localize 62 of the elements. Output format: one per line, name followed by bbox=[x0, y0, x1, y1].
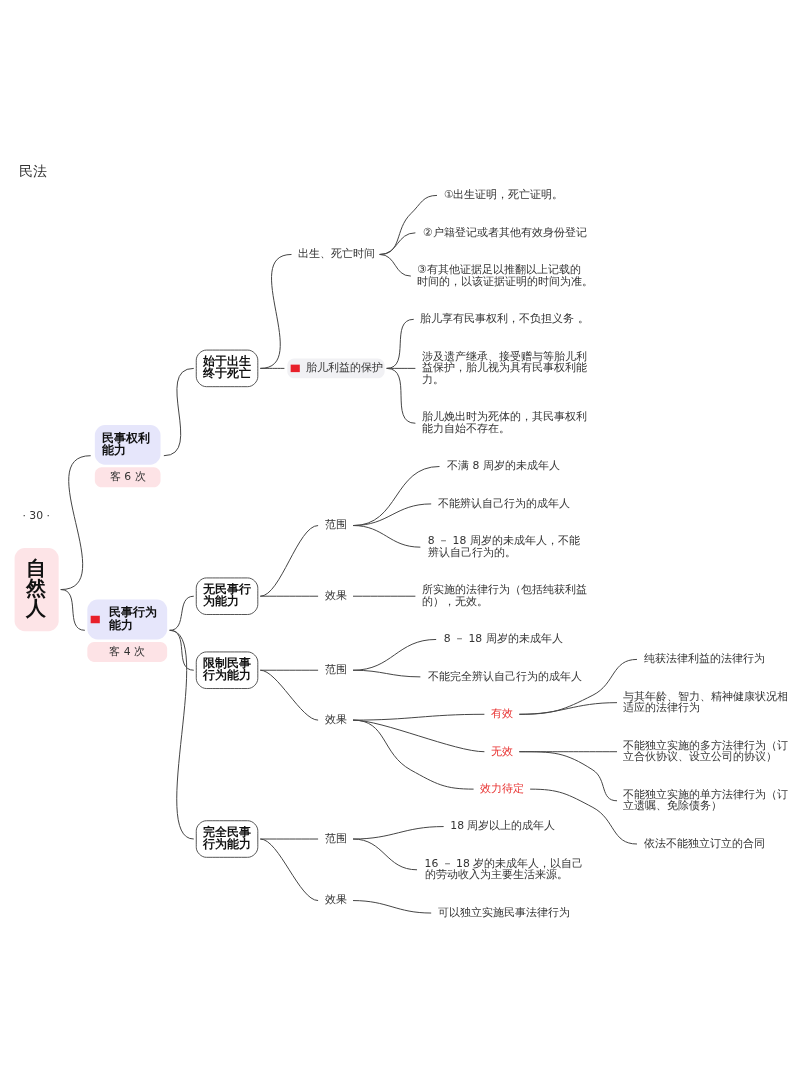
node-text: 效果 bbox=[324, 893, 347, 907]
node-text: 无效 bbox=[491, 744, 514, 758]
connector bbox=[352, 713, 485, 721]
connector bbox=[259, 367, 285, 369]
connector bbox=[386, 318, 415, 369]
connector bbox=[352, 826, 445, 840]
node-text: 不能独立实施的多方法律行为（订立合伙协议、设立公司的协议） bbox=[622, 738, 788, 764]
node-text: 不能独立实施的单方法律行为（订立遗嘱、免除债务） bbox=[622, 787, 788, 813]
node-text: 有效 bbox=[491, 707, 514, 721]
diagram-title: 民法 bbox=[18, 162, 47, 179]
node-text: 范围 bbox=[324, 663, 347, 677]
connector bbox=[259, 838, 319, 902]
label: · 30 · bbox=[22, 509, 50, 523]
node-text: 胎儿享有民事权利，不负担义务 。 bbox=[420, 312, 589, 326]
node-text: 8 － 18 周岁的未成年人 bbox=[443, 632, 563, 646]
node-text: 不能辨认自己行为的成年人 bbox=[437, 496, 570, 510]
node-text: 纯获法律利益的法律行为 bbox=[644, 652, 766, 666]
node-text: 所实施的法律行为（包括纯获利益的），无效。 bbox=[422, 583, 588, 608]
connector bbox=[518, 702, 618, 715]
connector bbox=[518, 658, 638, 715]
node-text: 8 － 18 周岁的未成年人，不能辨认自己行为的。 bbox=[427, 534, 580, 559]
connector bbox=[352, 595, 416, 597]
node-text: 16 － 18 岁的未成年人，以自己的劳动收入为主要生活来源。 bbox=[424, 856, 584, 882]
connector bbox=[259, 669, 319, 721]
connector bbox=[169, 629, 195, 840]
connector bbox=[163, 367, 195, 457]
connector bbox=[352, 638, 437, 671]
connector bbox=[386, 367, 416, 424]
connector bbox=[259, 253, 292, 369]
connector bbox=[352, 669, 421, 678]
node-text: ②户籍登记或者其他有效身份登记 bbox=[422, 225, 587, 239]
node-text: 效力待定 bbox=[480, 781, 525, 795]
connector bbox=[518, 751, 618, 802]
node-text: 不能完全辨认自己行为的成年人 bbox=[427, 669, 582, 683]
node-text: ③有其他证据足以推翻以上记载的时间的，以该证据证明的时间为准。 bbox=[417, 263, 594, 288]
node-label: 客 6 次 bbox=[109, 470, 146, 484]
connector bbox=[529, 788, 638, 845]
node-text: 范围 bbox=[324, 831, 347, 845]
node-text: 效果 bbox=[324, 712, 347, 726]
node-text: 依法不能独立订立的合同 bbox=[644, 836, 766, 850]
node-box: 自然人 bbox=[14, 548, 59, 632]
node-label: 客 4 次 bbox=[109, 644, 146, 658]
node-text: 可以独立实施民事法律行为 bbox=[437, 905, 570, 919]
node-text: 与其年龄、智力、精神健康状况相适应的法律行为 bbox=[622, 689, 788, 715]
connector bbox=[259, 595, 319, 597]
connector bbox=[352, 900, 432, 914]
connector bbox=[352, 525, 421, 548]
node-text: 胎儿娩出时为死体的，其民事权利能力自始不存在。 bbox=[422, 410, 588, 435]
node-text: 范围 bbox=[324, 518, 347, 532]
connector bbox=[169, 595, 195, 631]
connector bbox=[379, 253, 412, 277]
node-text: 出生、死亡时间 bbox=[298, 247, 376, 261]
node-text: 18 周岁以上的成年人 bbox=[450, 819, 556, 833]
connector bbox=[352, 719, 475, 790]
connector bbox=[352, 838, 418, 871]
node-text: 效果 bbox=[324, 589, 347, 603]
connector bbox=[259, 838, 319, 840]
connector bbox=[259, 525, 319, 597]
connector bbox=[60, 589, 86, 631]
node-text: 不满 8 周岁的未成年人 bbox=[446, 459, 560, 473]
node-text: 涉及遗产继承、接受赠与等胎儿利益保护，胎儿视为具有民事权利能力。 bbox=[422, 349, 588, 386]
node-text: ①出生证明，死亡证明。 bbox=[443, 188, 564, 202]
